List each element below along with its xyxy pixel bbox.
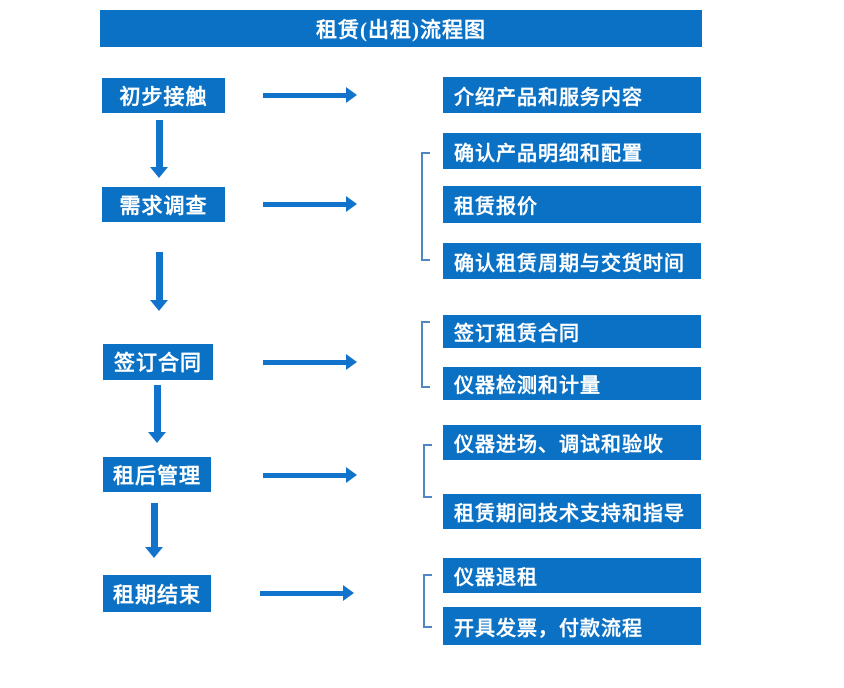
flowchart-title: 租赁(出租)流程图 — [316, 17, 486, 42]
step-label: 需求调查 — [119, 193, 208, 218]
step-box-initial-contact: 初步接触 — [102, 78, 225, 113]
detail-box-introduce-products: 介绍产品和服务内容 — [443, 77, 701, 113]
step-label: 租期结束 — [113, 582, 201, 607]
detail-box-instrument-setup-acceptance: 仪器进场、调试和验收 — [443, 425, 701, 460]
detail-label: 租赁期间技术支持和指导 — [454, 503, 685, 525]
detail-label: 仪器进场、调试和验收 — [454, 434, 664, 456]
down-arrow-icon — [147, 120, 171, 178]
detail-label: 租赁报价 — [454, 196, 538, 218]
detail-label: 签订租赁合同 — [454, 323, 580, 345]
detail-label: 仪器检测和计量 — [454, 375, 601, 397]
detail-box-confirm-period-delivery: 确认租赁周期与交货时间 — [443, 243, 701, 279]
detail-label: 仪器退租 — [454, 567, 538, 589]
detail-box-confirm-product-config: 确认产品明细和配置 — [443, 133, 701, 169]
right-arrow-icon — [263, 196, 357, 212]
detail-label: 确认产品明细和配置 — [454, 142, 643, 165]
group-bracket — [423, 444, 432, 498]
right-arrow-icon — [263, 467, 357, 483]
down-arrow-icon — [145, 385, 169, 443]
detail-box-invoice-payment: 开具发票，付款流程 — [443, 607, 701, 645]
detail-box-rental-quote: 租赁报价 — [443, 186, 701, 223]
group-bracket — [421, 321, 430, 388]
detail-box-tech-support: 租赁期间技术支持和指导 — [443, 494, 701, 529]
detail-box-sign-rental-contract: 签订租赁合同 — [443, 315, 701, 348]
group-bracket — [423, 574, 432, 628]
detail-label: 确认租赁周期与交货时间 — [454, 252, 685, 275]
step-box-needs-survey: 需求调查 — [102, 187, 225, 222]
step-label: 签订合同 — [114, 351, 202, 375]
step-box-post-rental-management: 租后管理 — [103, 457, 211, 492]
step-label: 初步接触 — [119, 84, 208, 109]
detail-label: 介绍产品和服务内容 — [454, 86, 643, 109]
flowchart-title-bar: 租赁(出租)流程图 — [100, 10, 702, 47]
down-arrow-icon — [142, 503, 166, 558]
group-bracket — [421, 152, 430, 261]
detail-label: 开具发票，付款流程 — [454, 617, 643, 640]
step-box-rental-end: 租期结束 — [103, 575, 211, 612]
right-arrow-icon — [260, 585, 354, 601]
step-box-sign-contract: 签订合同 — [103, 344, 213, 380]
right-arrow-icon — [263, 87, 357, 103]
step-label: 租后管理 — [113, 463, 201, 488]
detail-box-instrument-testing: 仪器检测和计量 — [443, 367, 701, 400]
detail-box-instrument-return: 仪器退租 — [443, 558, 701, 593]
right-arrow-icon — [263, 354, 357, 370]
down-arrow-icon — [147, 252, 171, 311]
